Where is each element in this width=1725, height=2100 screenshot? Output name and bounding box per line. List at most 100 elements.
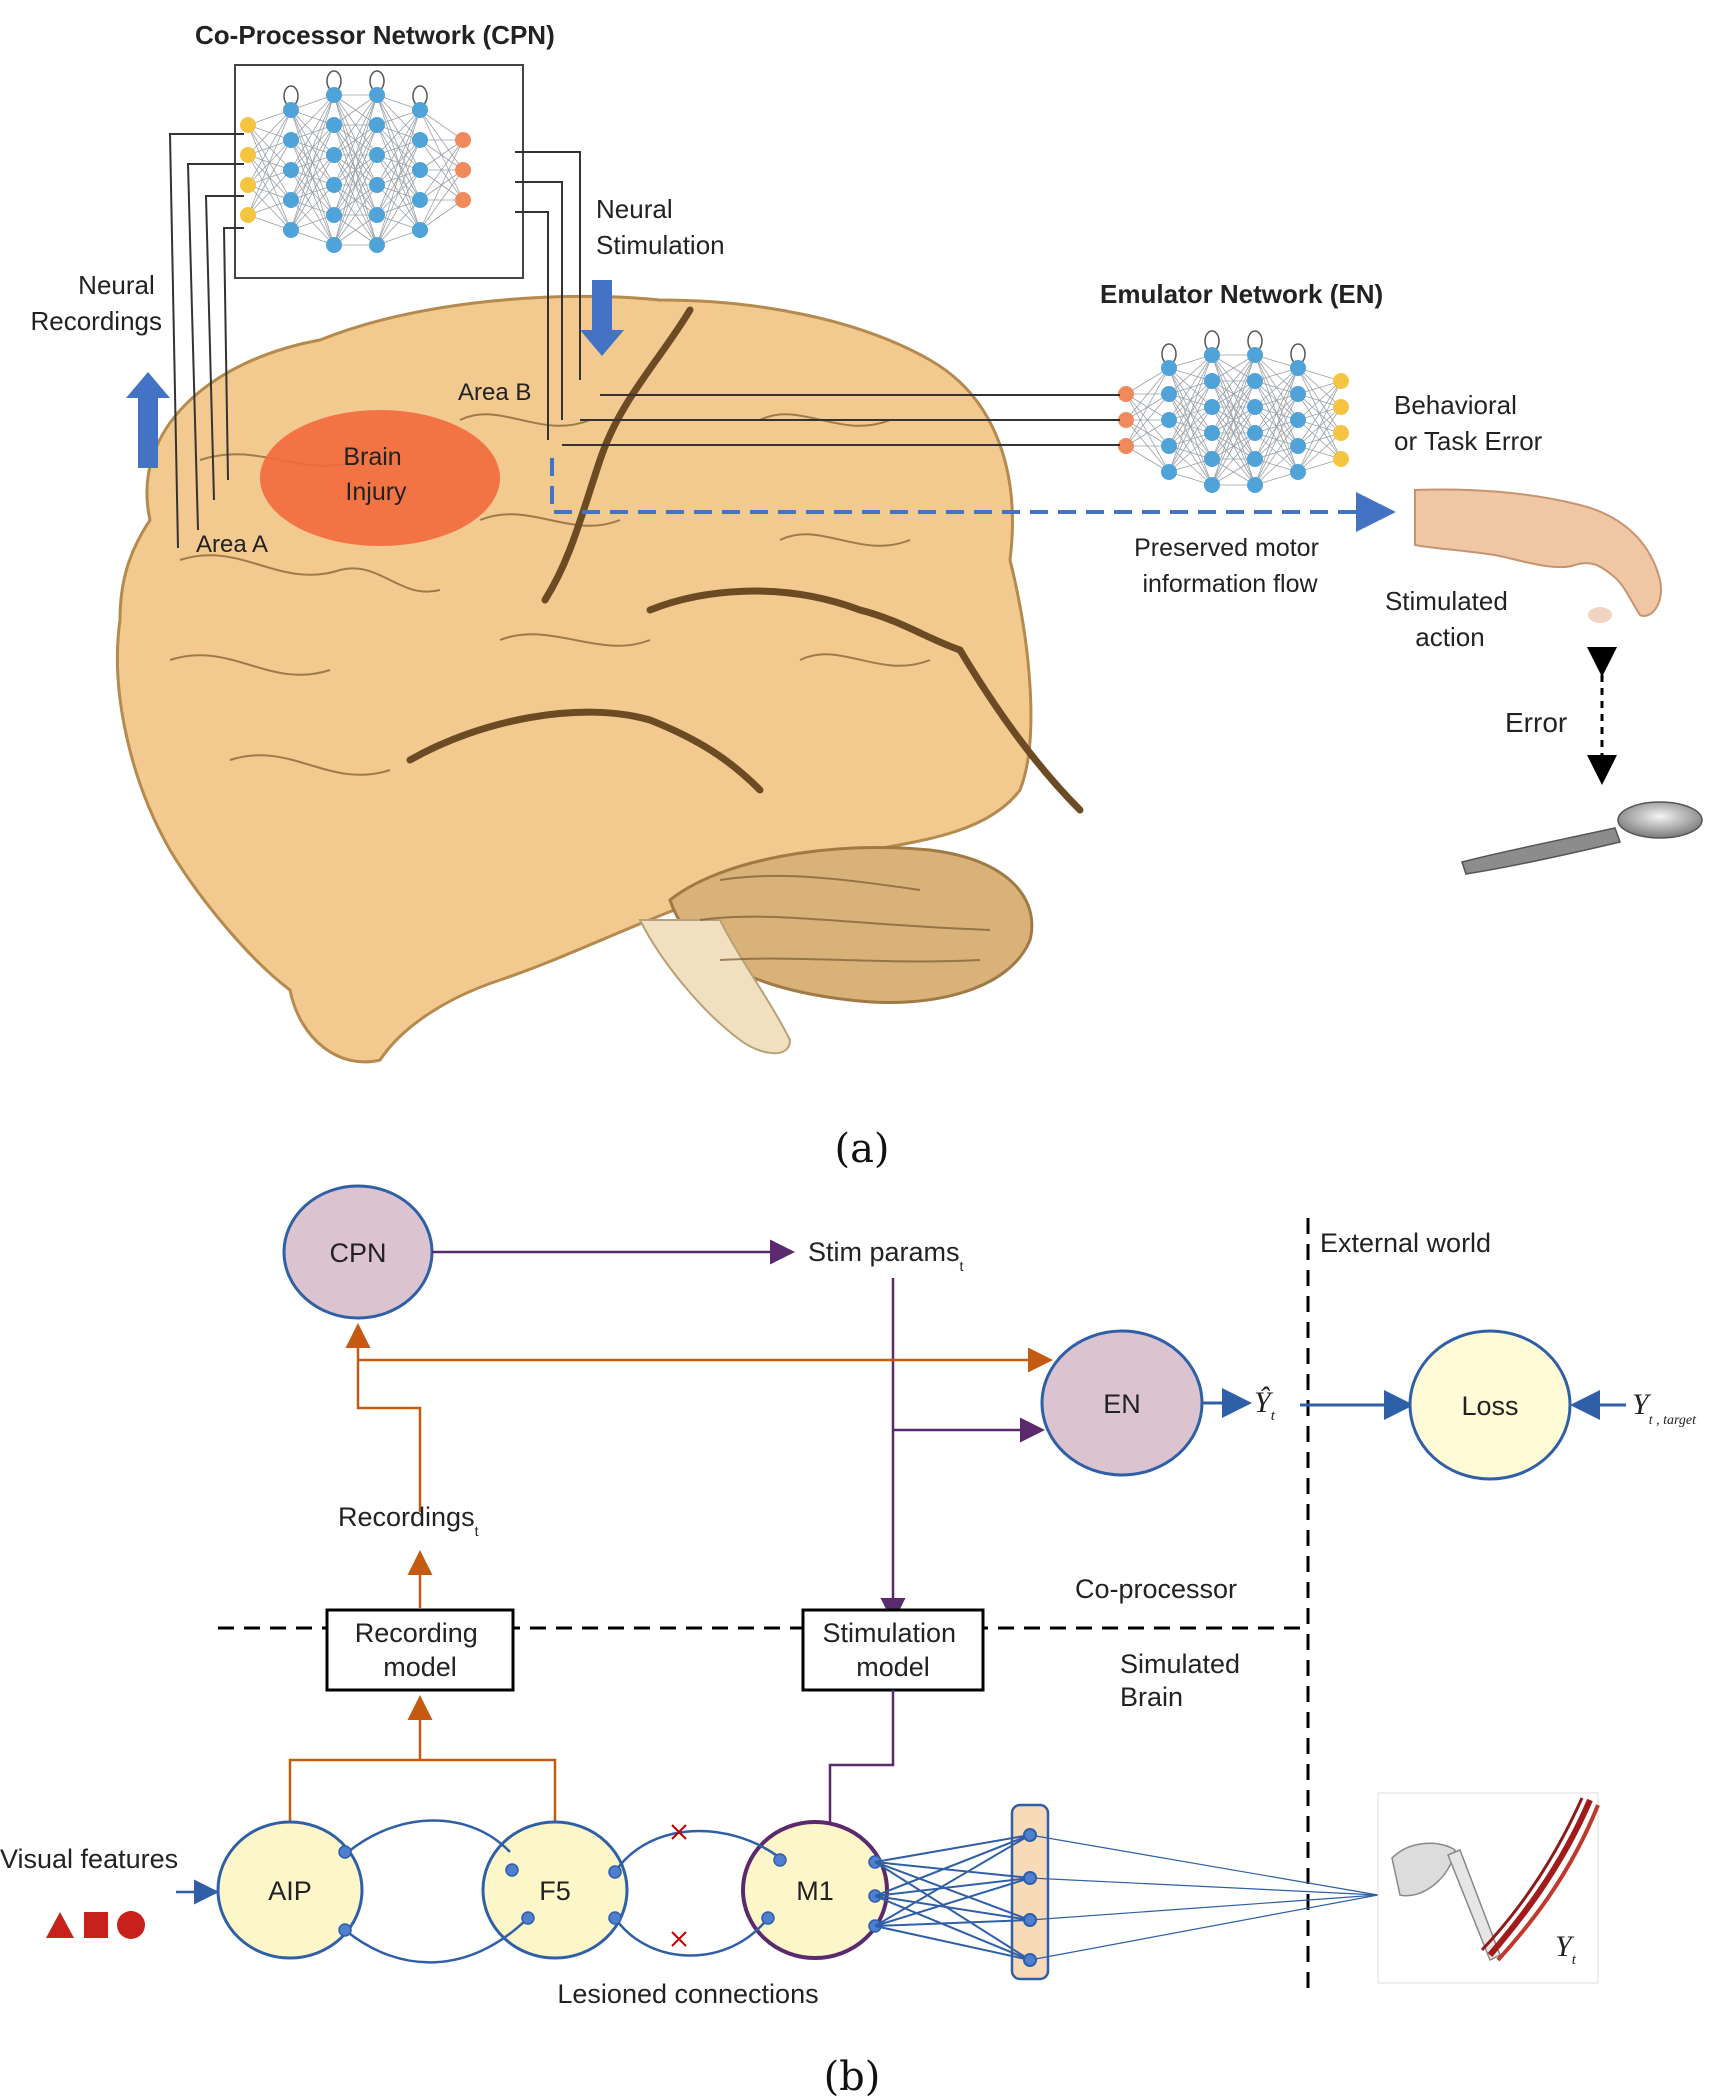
- m1-muscle-link: [874, 1895, 1031, 1961]
- m1-muscle-link: [874, 1834, 1031, 1897]
- network-edge: [1254, 367, 1299, 434]
- spoon-image: [1461, 801, 1703, 875]
- network-node: [369, 147, 385, 163]
- network-node: [369, 237, 385, 253]
- network-edge: [1125, 393, 1170, 447]
- en-node-label: EN: [1103, 1389, 1141, 1419]
- coprocessor-label: Co-processor: [1075, 1574, 1237, 1604]
- network-node: [283, 192, 299, 208]
- en-network-graph: [1118, 330, 1349, 493]
- muscle-unit-dot: [1023, 1913, 1037, 1927]
- muscle-arm-link: [1029, 1894, 1379, 1961]
- network-node: [1204, 399, 1220, 415]
- stim-model-to-m1-line: [828, 1690, 895, 1835]
- network-node: [1161, 360, 1177, 376]
- network-edge: [290, 94, 335, 201]
- panel-b: CPN Stim paramst External world EN Ŷt Lo…: [0, 1184, 1697, 2100]
- stim-params-label: Stim paramst: [808, 1237, 964, 1274]
- network-node: [1161, 412, 1177, 428]
- panel-a-caption: (a): [834, 1126, 889, 1172]
- stimulation-model-label: Stimulation model: [822, 1618, 963, 1682]
- network-node: [1290, 438, 1306, 454]
- muscle-unit-dot: [1023, 1953, 1037, 1967]
- network-edge: [376, 109, 421, 156]
- network-edge: [1125, 367, 1170, 395]
- network-node: [1247, 373, 1263, 389]
- network-edge: [1168, 354, 1213, 421]
- network-node: [1204, 477, 1220, 493]
- network-edge: [333, 94, 378, 156]
- network-node: [412, 102, 428, 118]
- network-node: [240, 117, 256, 133]
- network-edge: [1254, 445, 1299, 486]
- m1-muscle-link: [874, 1861, 1031, 1879]
- network-edge: [333, 94, 378, 246]
- network-edge: [1254, 419, 1299, 486]
- preserved-flow-label: Preserved motor information flow: [1134, 534, 1326, 598]
- network-edge: [419, 139, 464, 201]
- network-edge: [333, 154, 378, 246]
- network-node: [1247, 451, 1263, 467]
- muscle-arm-link: [1029, 1834, 1379, 1896]
- network-edge: [1211, 354, 1256, 434]
- panel-b-caption: (b): [824, 2054, 881, 2100]
- network-edge: [290, 94, 335, 231]
- network-node: [1247, 399, 1263, 415]
- m1-muscle-link: [874, 1834, 1031, 1927]
- m1-muscle-link: [874, 1925, 1031, 1961]
- neural-recordings-arrow: [126, 372, 170, 468]
- network-node: [412, 192, 428, 208]
- network-node: [1204, 347, 1220, 363]
- network-edge: [1125, 367, 1170, 421]
- recording-model-label: Recording model: [355, 1618, 486, 1682]
- network-edge: [1254, 367, 1299, 460]
- network-edge: [419, 139, 464, 171]
- network-node: [326, 177, 342, 193]
- network-edge: [1211, 354, 1256, 382]
- recording-wires: [168, 133, 244, 549]
- network-node: [326, 237, 342, 253]
- recording-model-box: [325, 1608, 515, 1692]
- network-edge: [247, 169, 292, 216]
- network-edge: [247, 109, 292, 156]
- network-node: [412, 162, 428, 178]
- stimulation-wires: [515, 151, 581, 440]
- network-edge: [290, 154, 335, 231]
- y-target-label: Yt , target: [1632, 1388, 1697, 1428]
- network-node: [240, 207, 256, 223]
- behavioral-error-label: Behavioral or Task Error: [1394, 390, 1543, 456]
- network-node: [1333, 373, 1349, 389]
- network-edge: [333, 94, 378, 216]
- recordings-label: Recordingst: [338, 1502, 479, 1539]
- network-node: [1204, 451, 1220, 467]
- neural-recordings-label: Neural Recordings: [30, 270, 162, 336]
- m1-to-muscle-links: [874, 1828, 1379, 1967]
- network-edge: [333, 94, 378, 126]
- network-edge: [376, 199, 421, 246]
- network-node: [1204, 373, 1220, 389]
- aip-f5-connections: [344, 1819, 529, 1964]
- hand-image: [1414, 488, 1662, 623]
- m1-muscle-link: [874, 1861, 1031, 1921]
- brain-injury-region: [260, 410, 500, 546]
- network-node: [455, 192, 471, 208]
- y-hat-label: Ŷt: [1254, 1386, 1276, 1424]
- network-node: [455, 162, 471, 178]
- network-edge: [1297, 406, 1342, 473]
- network-node: [326, 117, 342, 133]
- cerebellum-shape: [668, 845, 1034, 1004]
- brain-sulci: [169, 413, 991, 963]
- network-edge: [1168, 354, 1213, 395]
- network-edge: [376, 139, 421, 246]
- network-edge: [1168, 354, 1213, 447]
- network-edge: [376, 109, 421, 246]
- m1-muscle-link: [874, 1877, 1031, 1927]
- area-a-label: Area A: [196, 531, 268, 558]
- network-edge: [1168, 380, 1213, 473]
- network-node: [1290, 386, 1306, 402]
- network-edge: [1297, 380, 1342, 473]
- network-edge: [290, 94, 335, 141]
- network-node: [369, 177, 385, 193]
- network-edge: [419, 199, 464, 231]
- network-edge: [247, 139, 292, 216]
